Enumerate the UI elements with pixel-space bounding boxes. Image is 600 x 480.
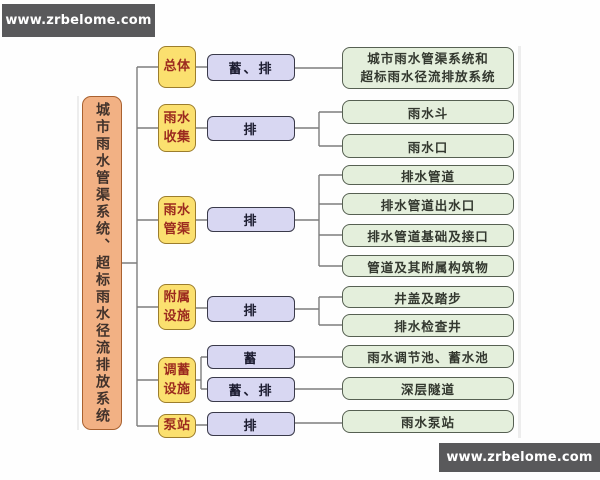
mode-node: 排 [207,116,295,141]
mode-node: 排 [207,412,295,436]
mode-label: 排 [243,214,259,229]
mode-label: 排 [243,123,259,138]
left-edge-artifact [77,96,79,430]
leaf-label-line2: 超标雨水径流排放系统 [360,69,496,84]
category-label: 泵站 [163,418,191,434]
leaf-label: 雨水口 [407,139,449,155]
category-label: 附属设施 [163,289,191,325]
leaf-node: 雨水调节池、蓄水池 [342,345,514,368]
category-node-overall: 总体 [158,46,196,88]
leaf-node: 深层隧道 [342,377,514,400]
leaf-label-line1: 城市雨水管渠系统和 [367,51,489,66]
watermark-banner-top: www.zrbelome.com [2,4,155,37]
mode-node: 蓄、排 [207,377,295,402]
mode-node: 排 [207,207,295,232]
leaf-node: 雨水泵站 [342,410,514,433]
category-node-storage: 调蓄设施 [158,357,196,403]
leaf-label: 排水管道出水口 [380,197,476,213]
watermark-text: www.zrbelome.com [446,450,593,465]
leaf-node: 管道及其附属构筑物 [342,255,514,277]
category-label: 雨水收集 [163,110,191,146]
leaf-label: 排水管道基础及接口 [367,229,489,244]
leaf-node: 雨水斗 [342,100,514,124]
leaf-label: 雨水调节池、蓄水池 [367,350,489,365]
mode-label: 蓄、排 [228,384,274,399]
category-node-collection: 雨水收集 [158,104,196,152]
category-node-pump-station: 泵站 [158,414,196,438]
leaf-node: 雨水口 [342,134,514,158]
leaf-label: 深层隧道 [400,382,455,397]
leaf-node: 排水管道 [342,165,514,185]
mode-label: 排 [243,418,259,434]
category-label: 雨水管渠 [163,202,191,238]
category-label: 调蓄设施 [163,362,191,398]
leaf-label: 雨水斗 [407,105,449,121]
leaf-label: 排水检查井 [394,319,462,334]
leaf-node: 城市雨水管渠系统和 超标雨水径流排放系统 [342,47,514,89]
root-node-label: 城市雨水管渠系统、超标雨水径流排放系统 [94,101,110,425]
mode-node: 蓄 [207,345,295,369]
category-node-ancillary: 附属设施 [158,284,196,330]
leaf-node: 排水管道基础及接口 [342,224,514,247]
mode-label: 蓄、排 [228,62,274,77]
watermark-text: www.zrbelome.com [5,13,152,28]
root-node: 城市雨水管渠系统、超标雨水径流排放系统 [82,96,122,430]
leaf-node: 井盖及踏步 [342,286,514,308]
leaf-label: 雨水泵站 [400,415,455,430]
watermark-banner-bottom: www.zrbelome.com [439,443,600,472]
mode-node: 排 [207,296,295,322]
leaf-label: 井盖及踏步 [394,290,462,306]
mode-label: 蓄 [243,351,259,367]
leaf-label: 管道及其附属构筑物 [367,259,489,275]
leaf-node: 排水管道出水口 [342,193,514,215]
category-node-channels: 雨水管渠 [158,196,196,244]
mode-label: 排 [243,303,259,319]
mode-node: 蓄、排 [207,54,295,81]
category-label: 总体 [163,59,191,75]
leaf-label: 排水管道 [400,168,455,184]
leaf-node: 排水检查井 [342,314,514,337]
right-edge-artifact [518,46,521,438]
